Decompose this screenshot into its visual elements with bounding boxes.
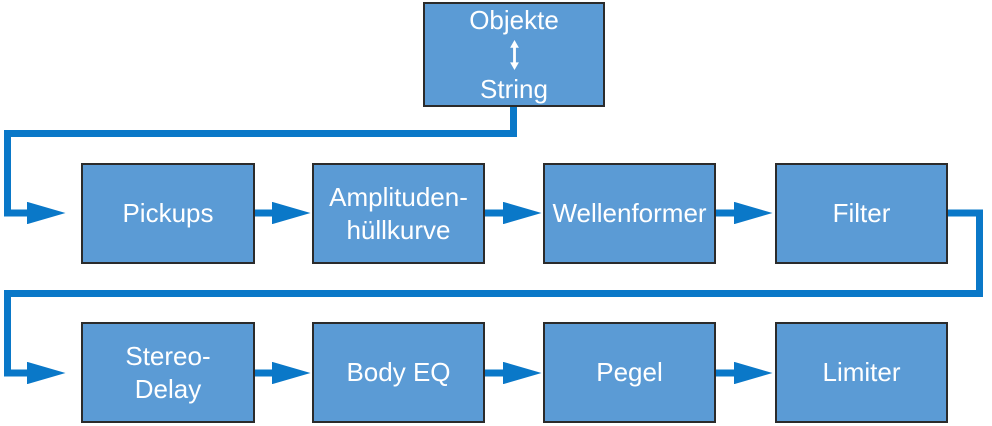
connector-filter-to-stereo-delay — [4, 209, 983, 385]
node-limiter: Limiter — [775, 322, 948, 423]
node-waveshaper: Wellenformer — [543, 163, 716, 264]
stereo-delay-label: Stereo- Delay — [125, 341, 211, 404]
string-label: String — [480, 73, 548, 104]
objekte-label: Objekte — [469, 5, 559, 35]
node-pickups: Pickups — [81, 163, 255, 264]
node-body-eq: Body EQ — [312, 322, 485, 423]
amplitude-envelope-label: Amplituden- hüllkurve — [329, 182, 468, 245]
pegel-label: Pegel — [596, 357, 663, 388]
node-amplitude-envelope: Amplituden- hüllkurve — [312, 163, 485, 264]
node-stereo-delay: Stereo- Delay — [81, 322, 255, 423]
node-pegel: Pegel — [543, 322, 716, 423]
node-filter: Filter — [775, 163, 948, 264]
limiter-label: Limiter — [822, 357, 901, 388]
pickups-label: Pickups — [122, 198, 214, 229]
filter-label: Filter — [832, 198, 891, 229]
bidirectional-arrow-icon — [509, 39, 519, 70]
body-eq-label: Body EQ — [346, 357, 451, 388]
connector-string-to-pickups — [4, 100, 517, 225]
waveshaper-label: Wellenformer — [552, 198, 707, 229]
node-objekte-string: Objekte String — [423, 2, 605, 107]
